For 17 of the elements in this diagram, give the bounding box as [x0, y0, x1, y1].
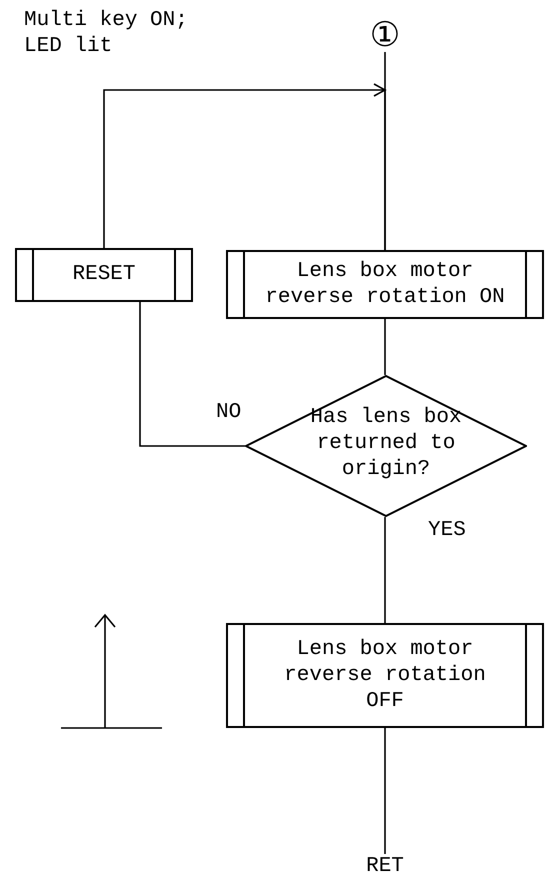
decision-diamond [245, 375, 527, 517]
flow-line [384, 517, 386, 623]
connector-symbol: ① [365, 18, 405, 52]
process-label: Lens box motor reverse rotation OFF [283, 636, 487, 714]
subroutine-box [15, 248, 193, 302]
process-label: RESET [72, 262, 136, 288]
subroutine-box [226, 623, 544, 728]
flow-line [384, 728, 386, 854]
status-note: Multi key ON; LED lit [24, 8, 189, 60]
edge-label: YES [428, 518, 466, 544]
edge-label: NO [216, 400, 242, 426]
flow-line [384, 319, 386, 375]
terminal-label: RET [366, 854, 404, 880]
flow-line [139, 302, 245, 447]
process-label: Lens box motor reverse rotation ON [264, 258, 506, 310]
subroutine-box [226, 250, 544, 319]
decision-question: Has lens box returned to origin? [309, 405, 463, 483]
